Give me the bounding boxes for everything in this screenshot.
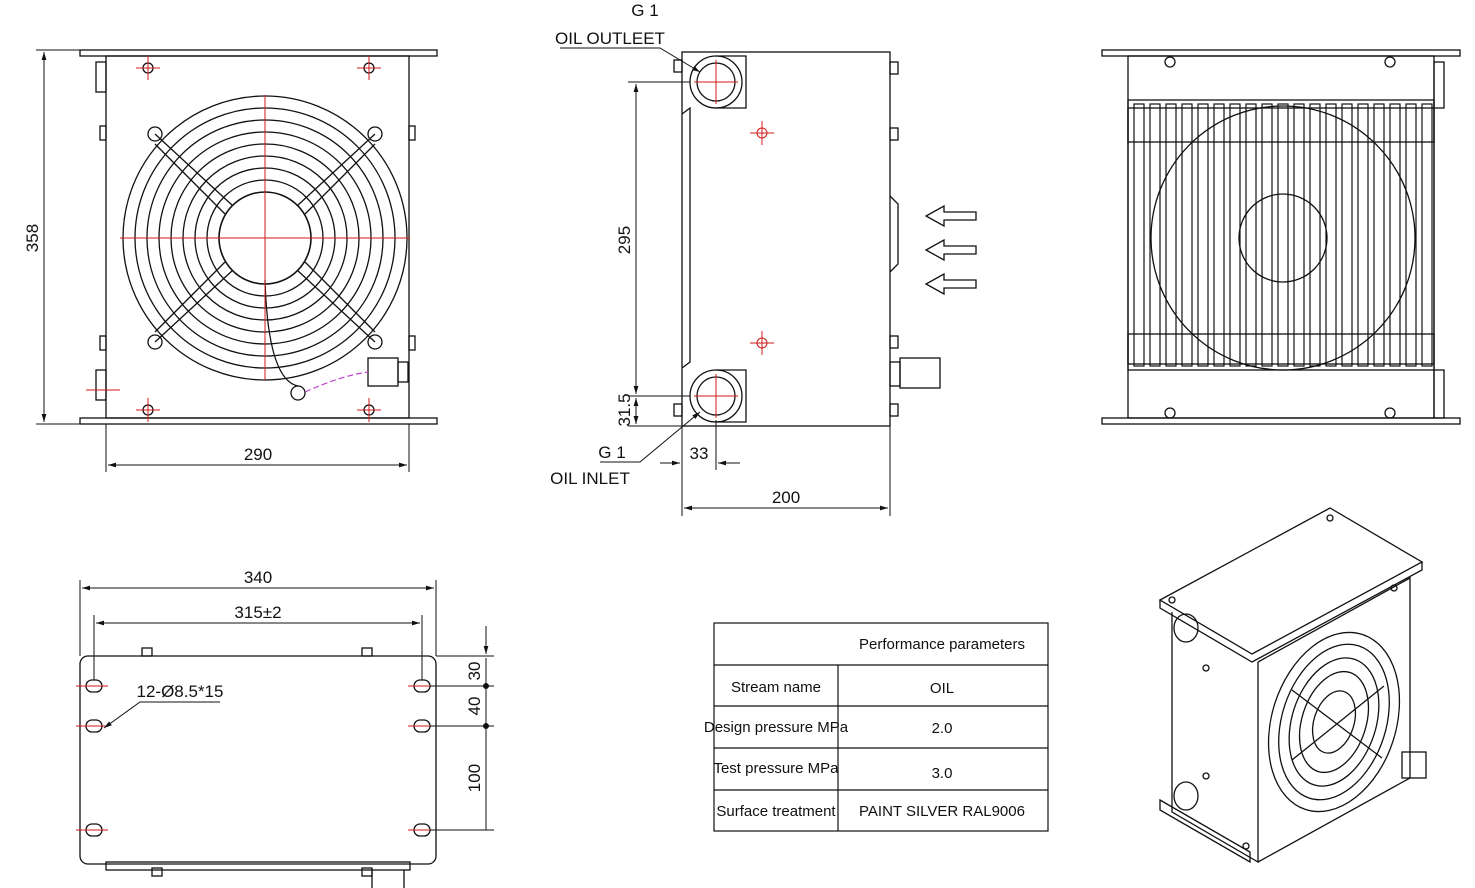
inlet-label: OIL INLET xyxy=(550,469,630,488)
table-row-value: OIL xyxy=(930,680,954,697)
depth-dim: 200 xyxy=(772,488,800,507)
dim-dot xyxy=(483,723,489,729)
front-view xyxy=(79,49,438,425)
fin-strip xyxy=(1133,103,1145,367)
fin-strip xyxy=(1165,103,1177,367)
fin-strip xyxy=(1309,103,1321,367)
fin-strip xyxy=(1181,103,1193,367)
table-row-value: PAINT SILVER RAL9006 xyxy=(859,803,1025,820)
fin-strip xyxy=(1293,103,1305,367)
table-row-label: Design pressure MPa xyxy=(704,719,849,736)
inlet-offset-dim: 33 xyxy=(690,444,709,463)
side-centerlines xyxy=(694,60,774,418)
fin-strip xyxy=(1149,103,1161,367)
performance-table xyxy=(713,622,1049,832)
side-dimensions xyxy=(560,47,891,516)
fin-strip xyxy=(1277,103,1289,367)
dim-100: 100 xyxy=(465,764,484,792)
table-row-label: Surface treatment xyxy=(716,803,836,820)
inlet-thread-label: G 1 xyxy=(598,443,625,462)
outlet-label: OIL OUTLEET xyxy=(555,29,665,48)
dim-dot xyxy=(483,683,489,689)
bottom-dimensions xyxy=(79,580,494,831)
dim-30: 30 xyxy=(465,662,484,681)
outlet-thread-label: G 1 xyxy=(631,1,658,20)
side-view xyxy=(673,51,977,427)
fin-strip xyxy=(1197,103,1209,367)
bottom-view xyxy=(79,647,437,888)
port-spacing-dim: 295 xyxy=(615,226,634,254)
fin-strip xyxy=(1213,103,1225,367)
front-height-dim: 358 xyxy=(23,224,42,252)
bottom-centerlines xyxy=(76,685,440,831)
overall-length-dim: 340 xyxy=(244,568,272,587)
front-dimensions xyxy=(36,49,410,472)
isometric-view xyxy=(1158,507,1427,864)
table-header: Performance parameters xyxy=(859,636,1025,653)
fin-strip xyxy=(1325,103,1337,367)
rear-view xyxy=(1101,49,1461,425)
fin-strip xyxy=(1421,103,1433,367)
fin-strip xyxy=(1373,103,1385,367)
rear-fins xyxy=(1133,103,1433,367)
wire xyxy=(304,371,369,393)
table-row-value: 3.0 xyxy=(932,765,953,782)
fin-strip xyxy=(1245,103,1257,367)
fin-strip xyxy=(1405,103,1417,367)
fin-strip xyxy=(1389,103,1401,367)
table-row-label: Test pressure MPa xyxy=(713,760,839,777)
fin-strip xyxy=(1357,103,1369,367)
front-centerlines xyxy=(86,56,410,422)
holes-note: 12-Ø8.5*15 xyxy=(137,682,224,701)
table-row-value: 2.0 xyxy=(932,720,953,737)
fin-strip xyxy=(1341,103,1353,367)
fin-strip xyxy=(1229,103,1241,367)
inlet-height-dim: 31.5 xyxy=(615,393,634,426)
hole-spacing-dim: 315±2 xyxy=(234,603,281,622)
table-row-label: Stream name xyxy=(731,679,821,696)
front-width-dim: 290 xyxy=(244,445,272,464)
dim-40: 40 xyxy=(465,697,484,716)
fin-strip xyxy=(1261,103,1273,367)
